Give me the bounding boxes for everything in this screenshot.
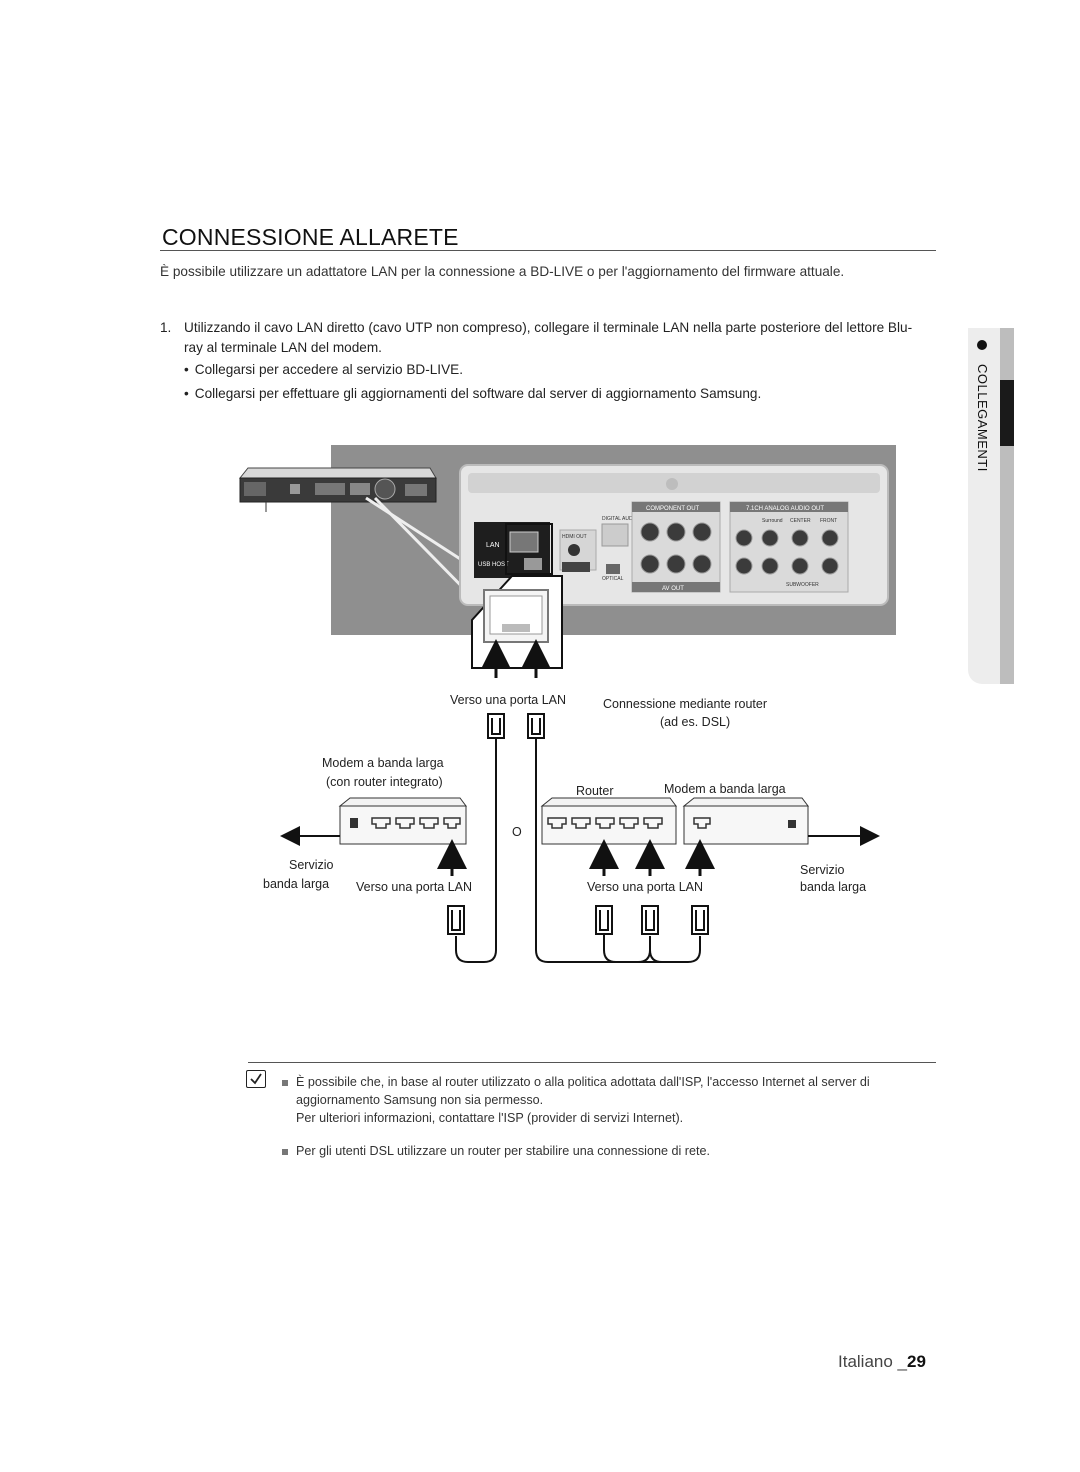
note-1-line-1: È possibile che, in base al router utili… (296, 1075, 870, 1089)
label-banda-left: banda larga (263, 877, 330, 891)
intro-paragraph: È possibile utilizzare un adattatore LAN… (160, 264, 845, 279)
footer-language: Italiano _ (838, 1352, 907, 1371)
label-servizio-right: Servizio (800, 863, 845, 877)
title-divider (160, 250, 936, 251)
modem-icon (682, 797, 809, 845)
page-footer: Italiano _29 (838, 1352, 926, 1372)
label-router-connection: Connessione mediante router (603, 697, 767, 711)
bullet-item: Collegarsi per accedere al servizio BD-L… (184, 360, 920, 380)
lan-plug-icon (447, 905, 465, 935)
label-modem-router-note: (con router integrato) (326, 775, 443, 789)
surround-label: Surround (762, 518, 783, 524)
page-number: 29 (907, 1352, 926, 1371)
connection-diagram-graphic: LAN USB HOST HDMI OUT DIGITAL AUDIO OUT … (238, 445, 896, 963)
page-title: CONNESSIONE ALLARETE (162, 224, 459, 250)
step-text: Utilizzando il cavo LAN diretto (cavo UT… (184, 320, 913, 355)
lan-cable (649, 936, 663, 963)
usb-host-label: USB HOST (478, 562, 509, 568)
lan-cable (535, 738, 701, 963)
lan-port-label: LAN (486, 542, 500, 549)
section-tab-marker (1000, 380, 1014, 446)
note-2-text: Per gli utenti DSL utilizzare un router … (296, 1144, 710, 1158)
modem-router-icon (338, 797, 467, 845)
lan-cable (455, 738, 497, 963)
label-router: Router (576, 784, 614, 798)
av-out-label: AV OUT (662, 586, 684, 592)
note-bullet-icon (282, 1079, 288, 1086)
lan-plug-icon (595, 905, 709, 935)
front-label: FRONT (820, 518, 837, 524)
bullet-item: Collegarsi per effettuare gli aggiorname… (184, 384, 920, 404)
label-router-example: (ad es. DSL) (660, 715, 731, 729)
connection-diagram: LAN USB HOST HDMI OUT DIGITAL AUDIO OUT … (230, 440, 930, 980)
label-or: O (512, 825, 522, 839)
label-verso-lan-top: Verso una porta LAN (450, 693, 567, 707)
router-icon (540, 797, 677, 845)
label-verso-lan-left: Verso una porta LAN (356, 880, 473, 894)
label-servizio-left: Servizio (289, 858, 334, 872)
label-modem-router: Modem a banda larga (322, 756, 444, 770)
analog-audio-label: 7.1CH ANALOG AUDIO OUT (746, 506, 824, 512)
component-out-label: COMPONENT OUT (646, 506, 700, 512)
label-modem-right: Modem a banda larga (664, 782, 786, 796)
lan-plug-icon (487, 713, 545, 739)
note-1: È possibile che, in base al router utili… (282, 1073, 932, 1127)
label-banda-right: banda larga (800, 880, 867, 894)
label-verso-lan-right: Verso una porta LAN (587, 880, 704, 894)
note-bullet-icon (282, 1148, 288, 1155)
note-icon (246, 1070, 266, 1088)
subwoofer-label: SUBWOOFER (786, 582, 819, 588)
note-1-line-2: aggiornamento Samsung non sia permesso. (296, 1093, 544, 1107)
center-label: CENTER (790, 518, 811, 524)
section-tab-label: COLLEGAMENTI (975, 364, 990, 472)
lan-cable (603, 934, 651, 963)
hdmi-out-label: HDMI OUT (562, 534, 587, 540)
digital-audio-label: DIGITAL AUDIO OUT (602, 516, 650, 522)
section-dot-icon (977, 340, 987, 350)
step-number: 1. (160, 320, 172, 335)
optical-label: OPTICAL (602, 576, 624, 582)
step-1: 1. Utilizzando il cavo LAN diretto (cavo… (160, 318, 920, 404)
note-1-line-3: Per ulteriori informazioni, contattare l… (296, 1111, 684, 1125)
note-2: Per gli utenti DSL utilizzare un router … (282, 1142, 932, 1160)
note-divider (248, 1062, 936, 1063)
bluray-player-icon (238, 467, 437, 512)
